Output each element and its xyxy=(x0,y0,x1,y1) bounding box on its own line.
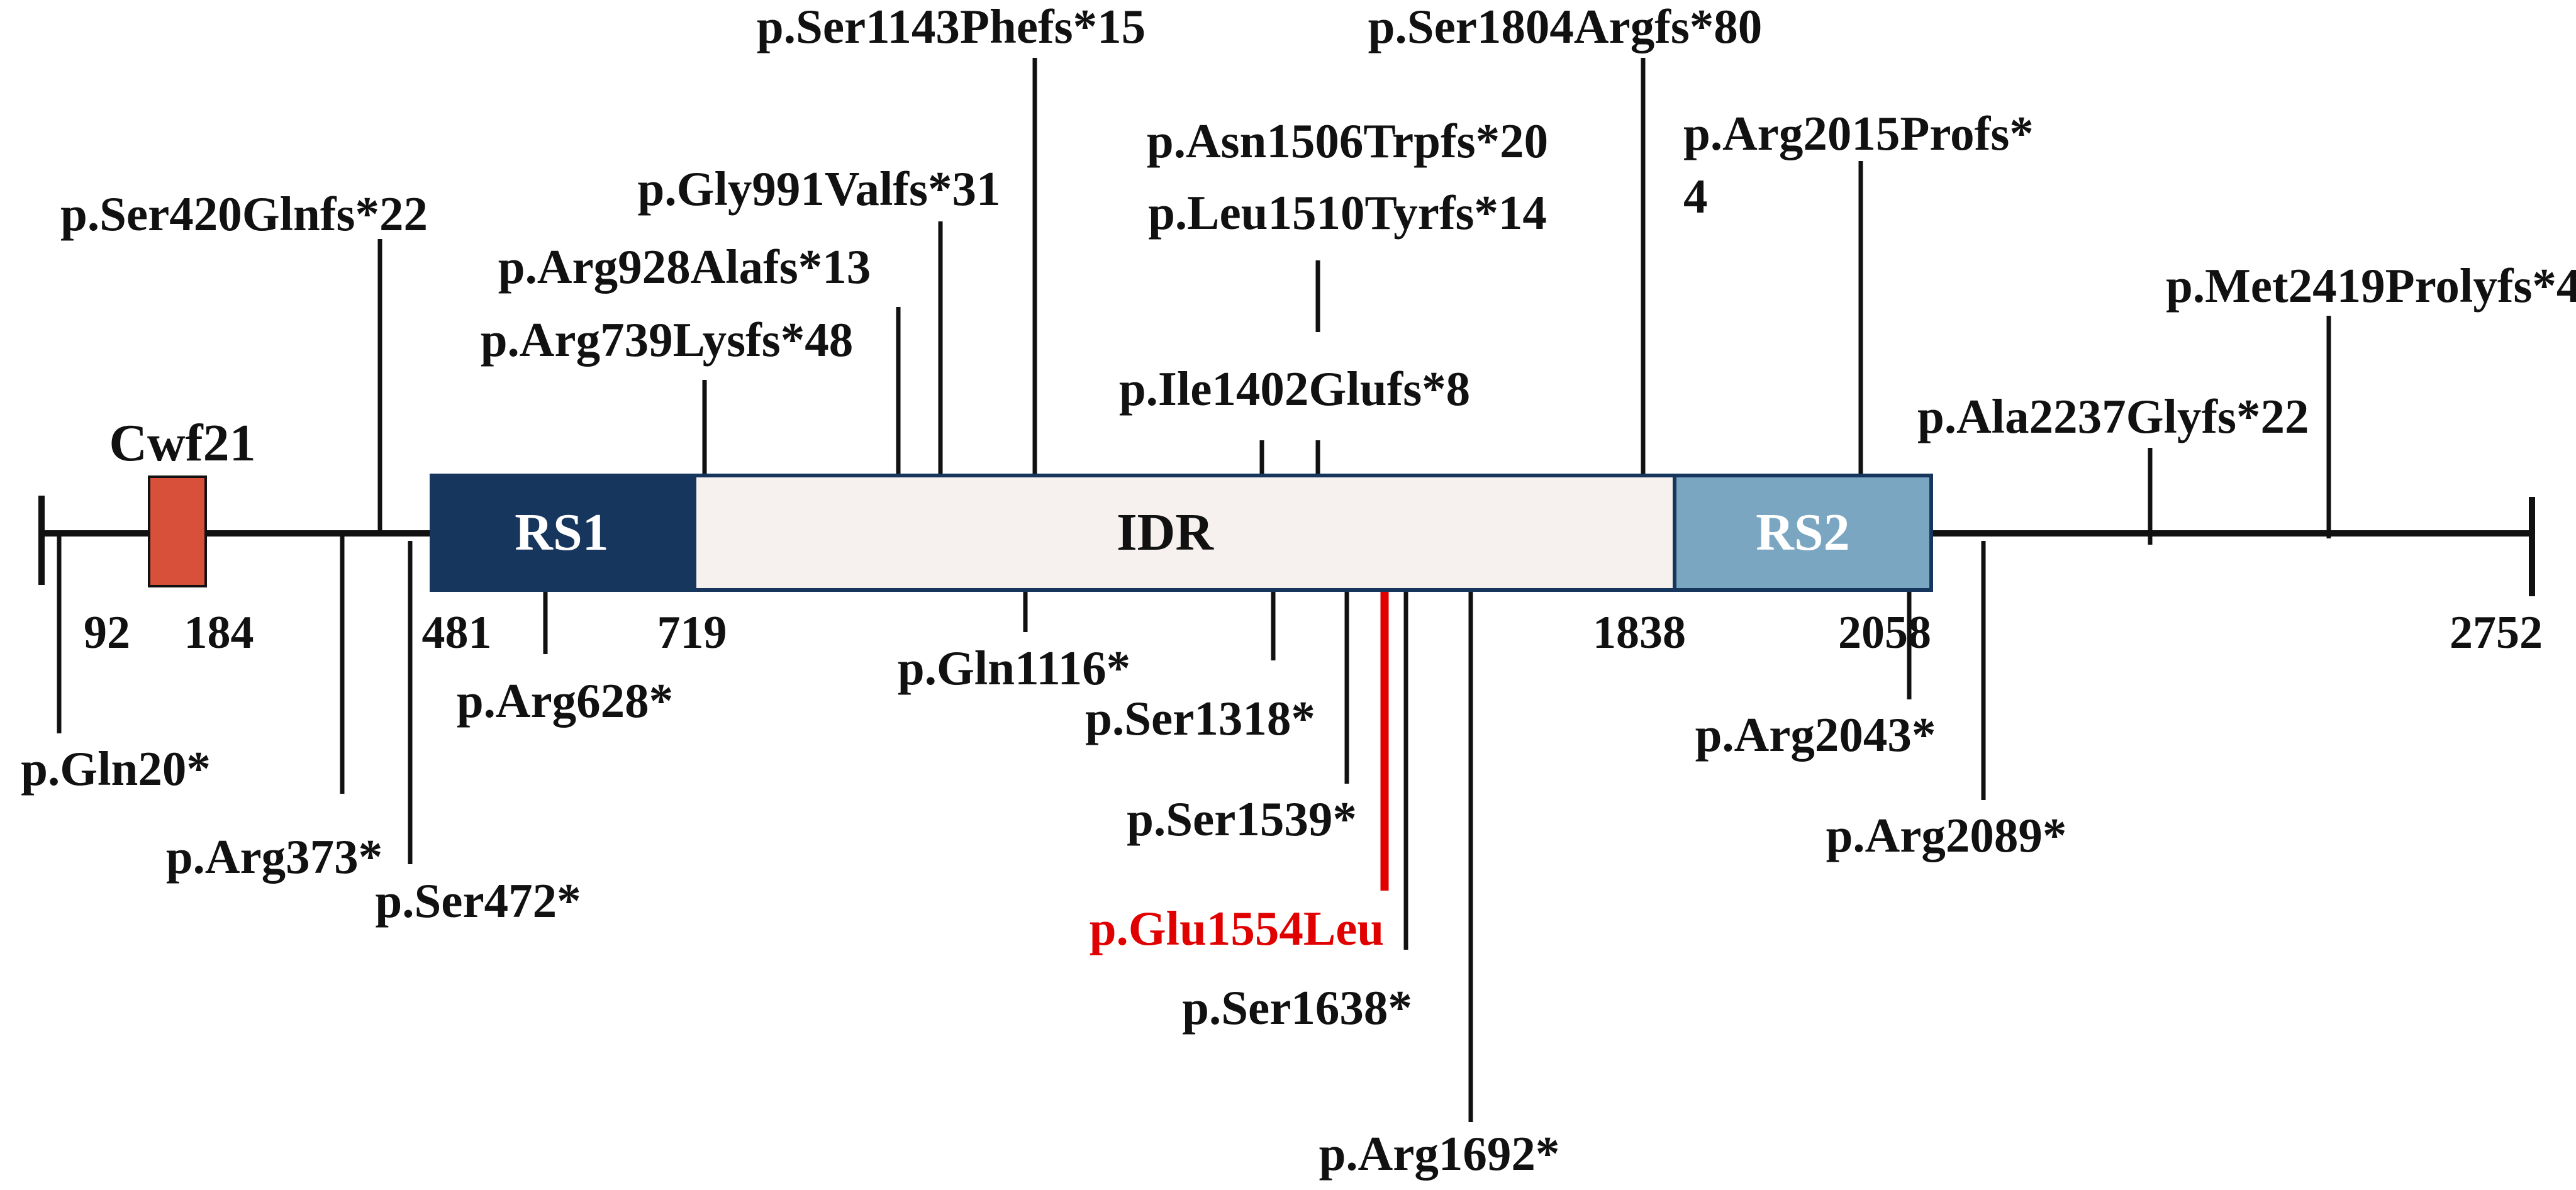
variant-label-p-ser1804argfs80: p.Ser1804Argfs*80 xyxy=(1368,0,1763,53)
variant-label-p-arg739lysfs48: p.Arg739Lysfs*48 xyxy=(481,313,854,367)
domain-rs1 xyxy=(430,474,696,592)
variant-label-p-arg1692: p.Arg1692* xyxy=(1319,1126,1560,1181)
variant-label-p-met2419prolyfs43: p.Met2419Prolyfs*43 xyxy=(2166,259,2576,313)
domain-rs2 xyxy=(1673,474,1933,592)
domain-label-cwf21: Cwf21 xyxy=(109,414,255,472)
variant-label-p-gly991valfs31: p.Gly991Valfs*31 xyxy=(638,162,1001,216)
domain-cwf21 xyxy=(148,475,207,587)
variant-label-p-asn1506trpfs20: p.Asn1506Trpfs*20 xyxy=(1147,114,1548,168)
variant-label-p-leu1510tyrfs14: p.Leu1510Tyrfs*14 xyxy=(1148,186,1547,240)
tick-label-481: 481 xyxy=(422,607,492,659)
variant-label-p-gln1116: p.Gln1116* xyxy=(898,641,1130,695)
variant-label-p-arg928alafs13: p.Arg928Alafs*13 xyxy=(498,240,871,294)
variant-label-p-arg2043: p.Arg2043* xyxy=(1695,708,1936,762)
variant-label-p-ser1318: p.Ser1318* xyxy=(1085,691,1315,745)
variant-label-p-ser420glnfs22: p.Ser420Glnfs*22 xyxy=(60,187,428,241)
variant-label-p-ser472: p.Ser472* xyxy=(375,874,581,928)
variant-label-p-ser1638: p.Ser1638* xyxy=(1182,981,1412,1035)
variant-label-p-ser1539: p.Ser1539* xyxy=(1127,792,1357,846)
variant-label-p-ser1143phefs15: p.Ser1143Phefs*15 xyxy=(757,0,1146,53)
variant-label-p-ile1402glufs8: p.Ile1402Glufs*8 xyxy=(1119,362,1470,416)
domain-label-rs2: RS2 xyxy=(1756,503,1849,562)
domain-label-rs1: RS1 xyxy=(515,503,608,562)
variant-label-p-arg373: p.Arg373* xyxy=(166,830,382,884)
domain-idr xyxy=(693,474,1676,592)
tick-label-2752: 2752 xyxy=(2450,607,2543,659)
tick-label-92: 92 xyxy=(84,607,130,659)
tick-label-1838: 1838 xyxy=(1593,607,1686,659)
domain-label-idr: IDR xyxy=(1117,503,1214,562)
variant-label-p-arg2015profs: p.Arg2015Profs* xyxy=(1683,106,2034,160)
variant-label-p-gln20: p.Gln20* xyxy=(21,742,211,796)
tick-label-184: 184 xyxy=(184,607,254,659)
tick-label-2058: 2058 xyxy=(1838,607,1931,659)
variant-label-p-arg2015profs-line2: 4 xyxy=(1683,169,1708,223)
tick-label-719: 719 xyxy=(657,607,727,659)
variant-label-p-arg2089: p.Arg2089* xyxy=(1826,808,2067,862)
variant-label-p-arg628: p.Arg628* xyxy=(457,674,673,728)
variant-label-p-glu1554leu: p.Glu1554Leu xyxy=(1090,901,1385,955)
variant-label-p-ala2237glyfs22: p.Ala2237Glyfs*22 xyxy=(1917,389,2309,443)
